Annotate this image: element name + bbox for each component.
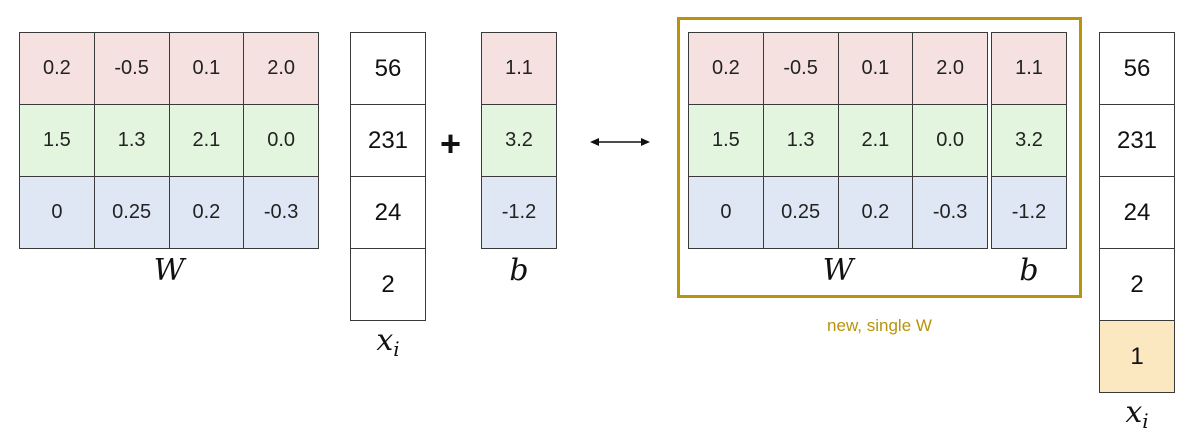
matrix-row: 1.5 1.3 2.1 0.0 — [19, 104, 319, 177]
matrix-cell: 0.2 — [19, 32, 95, 105]
new-single-w-caption: new, single W — [827, 316, 932, 335]
x-symbol: x — [1125, 395, 1143, 430]
bias-cell: 3.2 — [991, 104, 1067, 177]
matrix-cell: 1.3 — [762, 104, 839, 177]
vector-cell: 56 — [350, 32, 426, 105]
matrix-cell: 0.2 — [688, 32, 764, 105]
right-w-label: W — [822, 253, 854, 288]
matrix-cell: 2.1 — [168, 104, 245, 177]
x-subscript: i — [393, 337, 400, 361]
matrix-cell: -0.3 — [912, 176, 988, 249]
matrix-row: 0.2 -0.5 0.1 2.0 — [19, 32, 319, 105]
single-w-highlight-box — [677, 17, 1082, 298]
right-b-label: b — [1019, 253, 1039, 288]
matrix-row: 0 0.25 0.2 -0.3 — [688, 176, 988, 249]
matrix-cell: 0.0 — [912, 104, 988, 177]
matrix-cell: 0.2 — [168, 176, 245, 249]
vector-cell: 231 — [350, 104, 426, 177]
matrix-cell: 1.5 — [19, 104, 95, 177]
left-weight-matrix: 0.2 -0.5 0.1 2.0 1.5 1.3 2.1 0.0 0 0.25 … — [19, 32, 319, 249]
matrix-cell: 0.25 — [93, 176, 170, 249]
vector-cell: 2 — [350, 248, 426, 321]
vector-cell: 56 — [1099, 32, 1175, 105]
matrix-cell: 2.0 — [243, 32, 319, 105]
matrix-cell: 1.5 — [688, 104, 764, 177]
matrix-cell: 0 — [688, 176, 764, 249]
bias-cell: 3.2 — [481, 104, 557, 177]
right-weight-matrix: 0.2 -0.5 0.1 2.0 1.5 1.3 2.1 0.0 0 0.25 … — [688, 32, 988, 249]
matrix-cell: 2.1 — [837, 104, 914, 177]
matrix-cell: 1.3 — [93, 104, 170, 177]
matrix-cell: 0.0 — [243, 104, 319, 177]
x-symbol: x — [376, 323, 394, 358]
vector-cell: 24 — [350, 176, 426, 249]
vector-cell: 231 — [1099, 104, 1175, 177]
left-w-label: W — [153, 253, 185, 288]
matrix-cell: -0.3 — [243, 176, 319, 249]
matrix-row: 0.2 -0.5 0.1 2.0 — [688, 32, 988, 105]
matrix-cell: 0.2 — [837, 176, 914, 249]
matrix-row: 1.5 1.3 2.1 0.0 — [688, 104, 988, 177]
matrix-cell: -0.5 — [93, 32, 170, 105]
matrix-cell: 0 — [19, 176, 95, 249]
matrix-cell: 0.25 — [762, 176, 839, 249]
right-x-label: xi — [1099, 395, 1175, 432]
right-input-vector: 56 231 24 2 1 — [1099, 32, 1175, 393]
right-bias-column: 1.1 3.2 -1.2 — [991, 32, 1067, 249]
matrix-cell: 2.0 — [912, 32, 988, 105]
bias-cell: -1.2 — [481, 176, 557, 249]
left-x-label: xi — [350, 323, 426, 360]
bias-cell: 1.1 — [481, 32, 557, 105]
matrix-cell: 0.1 — [168, 32, 245, 105]
x-subscript: i — [1142, 409, 1149, 433]
double-arrow-icon — [590, 138, 650, 146]
matrix-row: 0 0.25 0.2 -0.3 — [19, 176, 319, 249]
left-b-label: b — [509, 253, 529, 288]
plus-sign: + — [440, 123, 462, 164]
matrix-cell: 0.1 — [837, 32, 914, 105]
left-input-vector: 56 231 24 2 — [350, 32, 426, 321]
matrix-cell: -0.5 — [762, 32, 839, 105]
vector-cell: 24 — [1099, 176, 1175, 249]
bias-cell: 1.1 — [991, 32, 1067, 105]
vector-cell: 2 — [1099, 248, 1175, 321]
bias-one-cell: 1 — [1099, 320, 1175, 393]
bias-cell: -1.2 — [991, 176, 1067, 249]
left-bias-vector: 1.1 3.2 -1.2 — [481, 32, 557, 249]
